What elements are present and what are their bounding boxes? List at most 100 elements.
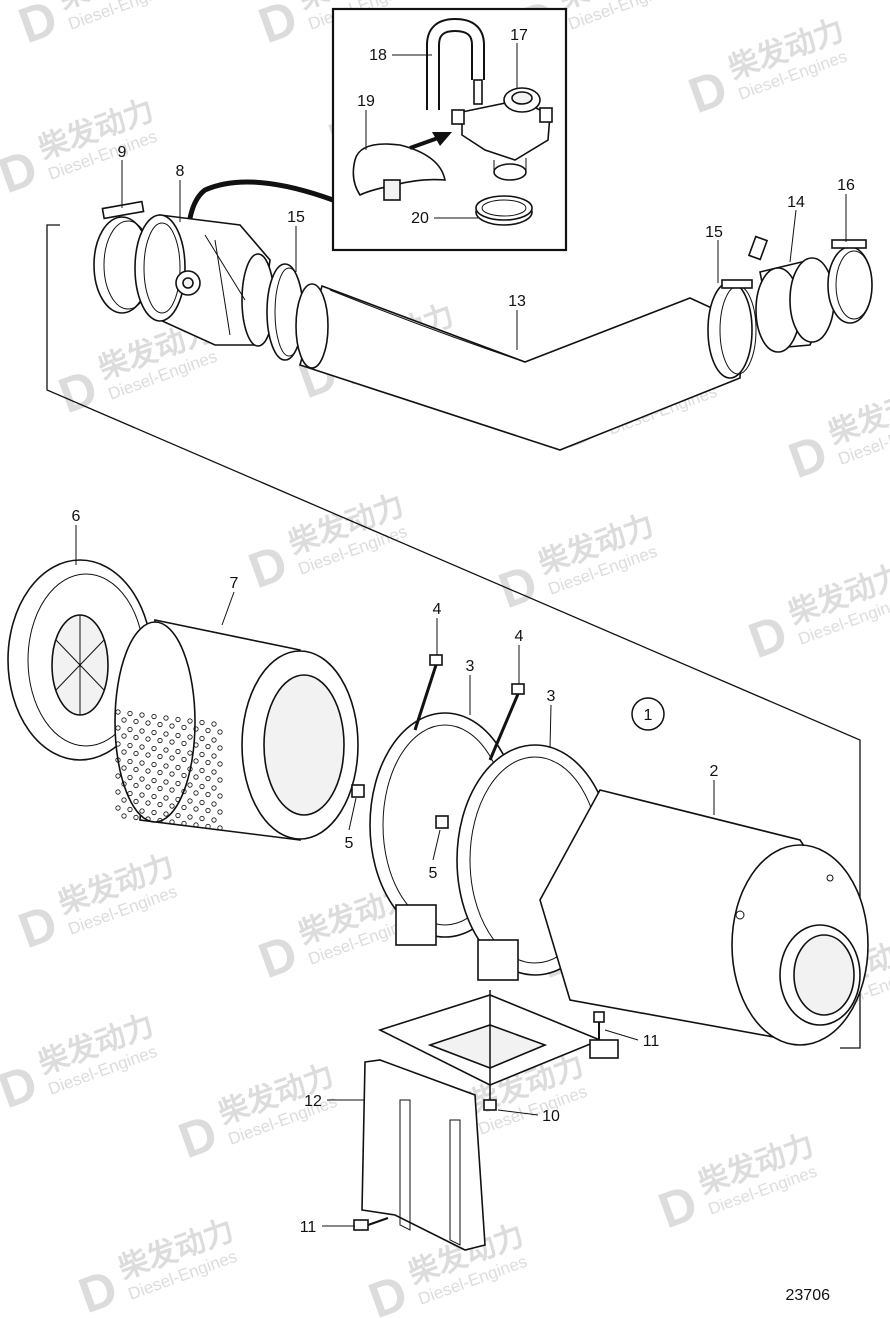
nut-5-left-icon (351, 784, 365, 798)
perforation-dot (181, 772, 187, 779)
perforation-dot (187, 766, 193, 772)
perforation-dot (175, 748, 181, 755)
perforation-dot (199, 751, 205, 758)
perforation-dot (211, 737, 217, 743)
coupling-14-icon (747, 235, 835, 353)
perforation-dot (121, 717, 127, 723)
callout-9: 9 (118, 144, 127, 161)
perforation-dot (175, 780, 181, 787)
perforation-dot (127, 742, 133, 749)
perforation-dot (193, 806, 199, 812)
svg-text:D: D (71, 1259, 124, 1318)
perforation-dot (199, 719, 205, 726)
perforation-dot (211, 769, 217, 775)
frame-lines (46, 224, 861, 1049)
svg-text:D: D (781, 424, 834, 489)
perforation-dot (127, 758, 133, 765)
perforation-dot (133, 750, 139, 757)
svg-text:D: D (651, 1174, 704, 1239)
svg-text:D: D (681, 59, 734, 124)
perforation-dot (193, 774, 199, 780)
hose-13-icon (295, 283, 743, 451)
perforation-dot (127, 726, 133, 733)
perforation-dot (139, 728, 145, 734)
perforation-dot (133, 734, 139, 741)
perforation-dot (139, 808, 145, 814)
perforation-dot (181, 820, 187, 827)
perforation-dot (121, 813, 127, 819)
perforation-dot (187, 750, 193, 756)
reference-circle-1 (631, 697, 665, 731)
perforation-dot (145, 752, 151, 758)
callout-7: 7 (230, 575, 239, 592)
perforation-dot (211, 721, 217, 727)
perforation-dot (133, 814, 139, 821)
perforation-dot (157, 737, 163, 744)
perforation-dot (199, 767, 205, 774)
perforation-dot (199, 783, 205, 790)
callout-16: 16 (837, 177, 855, 194)
perforation-dot (169, 739, 175, 745)
perforation-dot (181, 788, 187, 795)
callout-19: 19 (357, 93, 375, 110)
perforation-dot (157, 785, 163, 792)
svg-text:D: D (171, 1104, 224, 1169)
callout-4-right: 4 (515, 628, 524, 645)
perforation-dot (163, 763, 169, 769)
perforation-dot (151, 713, 157, 720)
svg-text:D: D (11, 894, 64, 959)
perforation-dot (151, 809, 157, 816)
perforation-dot (115, 741, 121, 747)
perforation-dot (175, 764, 181, 771)
perforation-dot (217, 793, 223, 799)
bolt-11-bottom-icon (353, 1217, 389, 1231)
perforation-dot (187, 798, 193, 804)
perforation-dot (205, 759, 211, 766)
perforation-dot (145, 768, 151, 774)
callout-12: 12 (304, 1093, 322, 1110)
svg-text:D: D (241, 534, 294, 599)
callout-2: 2 (710, 763, 719, 780)
perforation-dot (193, 790, 199, 796)
callout-11-top: 11 (643, 1033, 660, 1050)
perforation-dot (217, 825, 223, 831)
callout-11-bottom: 11 (300, 1219, 317, 1236)
perforation-dot (163, 715, 169, 721)
perforation-dot (163, 731, 169, 737)
callout-5-right: 5 (429, 865, 438, 882)
perforation-dot (151, 745, 157, 752)
perforation-dot (115, 709, 121, 715)
perforation-dot (187, 734, 193, 740)
arrow-icon (409, 132, 452, 150)
perforation-dot (187, 718, 193, 724)
perforation-dot (133, 782, 139, 789)
callout-14: 14 (787, 194, 805, 211)
perforation-dot (211, 801, 217, 807)
perforation-dot (127, 790, 133, 797)
perforation-dot (199, 815, 205, 822)
perforation-dot (127, 806, 133, 813)
clamp-15-right-icon (707, 279, 757, 379)
perforation-dot (163, 795, 169, 801)
perforation-dot (205, 807, 211, 814)
callout-3-right: 3 (547, 688, 556, 705)
perforation-dot (175, 716, 181, 723)
perforation-dot (121, 797, 127, 803)
perforation-dot (145, 816, 151, 822)
bolt-11-top-icon (593, 1011, 605, 1040)
perforation-dot (115, 805, 121, 811)
perforation-dot (145, 800, 151, 806)
perforation-dot (115, 725, 121, 731)
perforation-dot (163, 811, 169, 817)
perforation-dot (205, 823, 211, 830)
perforation-dot (181, 740, 187, 747)
perforation-dot (139, 792, 145, 798)
perforation-dot (181, 804, 187, 811)
filter-element-7-icon (114, 619, 359, 841)
clamp-20-icon (475, 195, 533, 226)
perforation-dot (121, 765, 127, 771)
